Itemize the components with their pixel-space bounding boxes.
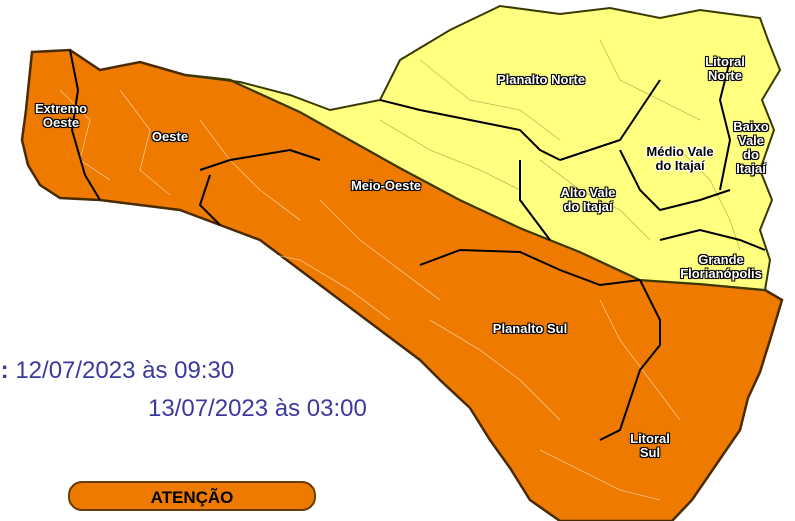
validity-end-value: 13/07/2023 às 03:00 xyxy=(148,395,367,422)
region-label-grande-florianopolis: Grande Florianópolis xyxy=(680,252,762,281)
alert-level-label: ATENÇÃO xyxy=(150,488,234,507)
region-label-meio-oeste: Meio-Oeste xyxy=(350,178,422,193)
validity-start: o: 12/07/2023 às 09:30 xyxy=(0,356,234,386)
validity-label-fragment: o: xyxy=(0,357,9,384)
region-label-litoral-sul: Litoral Sul xyxy=(630,431,670,460)
region-label-baixo-vale: Baixo Vale do Itajaí xyxy=(733,119,769,176)
region-label-extremo-oeste: Extremo Oeste xyxy=(34,101,88,130)
region-label-medio-vale: Médio Vale do Itajaí xyxy=(646,144,714,173)
alert-level-badge: ATENÇÃO xyxy=(68,481,316,511)
municipal-boundaries-yellow xyxy=(379,39,741,251)
region-label-planalto-norte: Planalto Norte xyxy=(496,72,586,87)
observation-area xyxy=(184,4,782,292)
region-label-planalto-sul: Planalto Sul xyxy=(492,321,568,336)
municipal-boundaries xyxy=(59,89,681,501)
region-label-alto-vale: Alto Vale do Itajaí xyxy=(560,185,616,214)
region-label-litoral-norte: Litoral Norte xyxy=(705,54,745,83)
validity-start-value: 12/07/2023 às 09:30 xyxy=(15,357,235,384)
validity-end: 13/07/2023 às 03:00 xyxy=(148,394,367,424)
region-borders xyxy=(69,49,766,441)
region-label-oeste: Oeste xyxy=(151,129,189,144)
